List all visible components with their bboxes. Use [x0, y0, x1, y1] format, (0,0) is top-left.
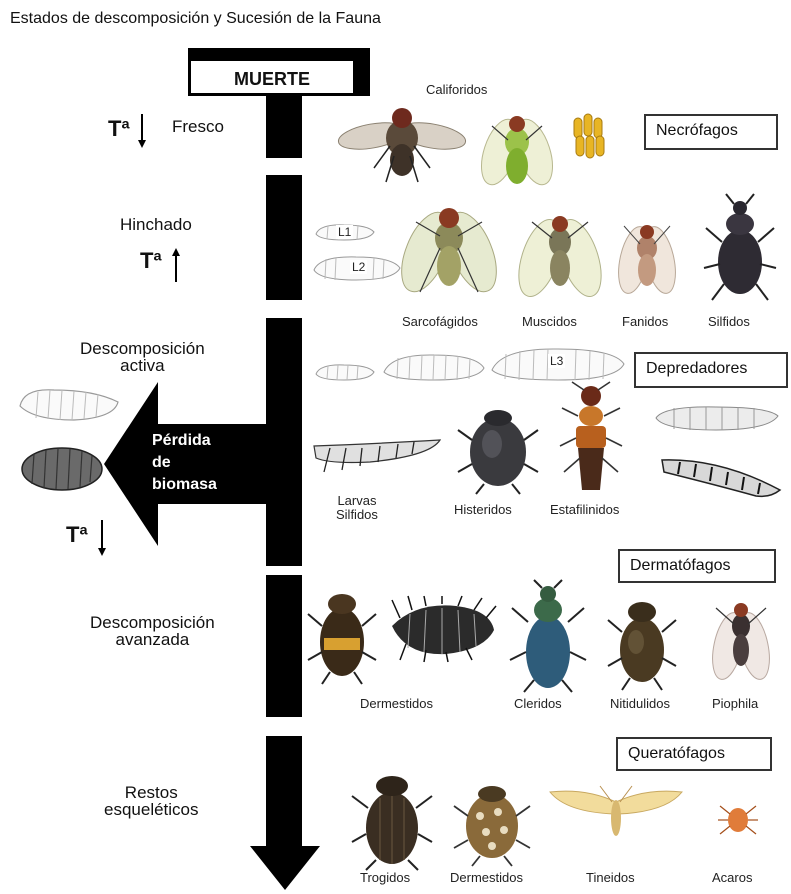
group-queratofagos: Queratófagos [616, 737, 772, 771]
house-fly-icon [518, 196, 602, 304]
taxon-tineidos: Tineidos [586, 870, 635, 885]
taxon-dermestidos: Dermestidos [360, 696, 433, 711]
temp-label: Tª [108, 116, 130, 141]
taxon-sarcofagidos: Sarcofágidos [402, 314, 478, 329]
taxon-cleridos: Cleridos [514, 696, 562, 711]
dermestid-larva-icon [386, 596, 498, 662]
taxon-califoridos: Califoridos [426, 82, 487, 97]
taxon-histeridos: Histeridos [454, 502, 512, 517]
larva-outline-icon [14, 384, 124, 424]
piophila-fly-icon [706, 588, 776, 688]
temp-hinchado: Tª [140, 248, 162, 274]
staphylinid-larva-icon [654, 402, 780, 434]
pupa-icon [20, 446, 104, 492]
temp-label: Tª [66, 522, 88, 547]
histerid-beetle-icon [456, 400, 540, 494]
stage-fresco: Fresco [172, 118, 224, 135]
larva-icon [382, 352, 486, 382]
timeline-segment-restos [266, 736, 302, 846]
temp-down-arrow-icon [138, 114, 146, 148]
diagram-title: Estados de descomposición y Sucesión de … [10, 10, 381, 28]
staphylinid-beetle-icon [556, 382, 626, 500]
taxon-estafilinidos: Estafilinidos [550, 502, 619, 517]
taxon-larvas-silfidos: Larvas Silfidos [336, 494, 378, 522]
taxon-piophila: Piophila [712, 696, 758, 711]
larva-l1-label: L1 [336, 225, 353, 239]
timeline-segment-activa [266, 318, 302, 566]
timeline-segment-avanzada [266, 575, 302, 717]
temp-fresco: Tª [108, 116, 130, 142]
group-necrofagos: Necrófagos [644, 114, 778, 150]
clerid-beetle-icon [508, 580, 588, 694]
temp-label: Tª [140, 248, 162, 273]
fly-eggs-icon [570, 112, 610, 160]
larva-l2-label: L2 [350, 260, 367, 274]
temp-up-arrow-icon [172, 248, 180, 282]
biomass-loss-label: Pérdida de biomasa [152, 430, 217, 496]
stage-hinchado: Hinchado [120, 216, 192, 233]
trogid-beetle-icon [350, 764, 434, 872]
tineid-moth-icon [546, 784, 686, 840]
timeline-segment-hinchado [266, 175, 302, 300]
taxon-silfidos: Silfidos [708, 314, 750, 329]
temp-down-arrow-icon [98, 520, 106, 556]
timeline-segment-fresco [266, 96, 302, 158]
dermestid-beetle-spotted-icon [452, 776, 532, 866]
stage-avanzada: Descomposición avanzada [90, 614, 215, 648]
group-depredadores: Depredadores [634, 352, 788, 388]
larva-l3-label: L3 [548, 354, 565, 368]
taxon-dermestidos-2: Dermestidos [450, 870, 523, 885]
dermestid-beetle-icon [306, 582, 378, 686]
death-box: MUERTE [188, 58, 356, 96]
taxon-acaros: Acaros [712, 870, 752, 885]
silphid-larva-dark-icon [660, 450, 784, 500]
taxon-fanidos: Fanidos [622, 314, 668, 329]
silphid-beetle-icon [702, 192, 778, 304]
silphid-larva-icon [310, 432, 444, 474]
timeline-end-arrowhead [250, 846, 320, 892]
blowfly-icon [338, 96, 466, 184]
taxon-nitidulidos: Nitidulidos [610, 696, 670, 711]
temp-activa: Tª [66, 522, 88, 548]
nitidulid-beetle-icon [606, 588, 678, 692]
larva-icon [314, 362, 376, 382]
fannia-fly-icon [616, 204, 678, 302]
green-blowfly-icon [480, 104, 554, 190]
taxon-muscidos: Muscidos [522, 314, 577, 329]
group-dermatofagos: Dermatófagos [618, 549, 776, 583]
stage-activa: Descomposición activa [80, 340, 205, 374]
stage-restos: Restos esqueléticos [104, 784, 199, 818]
mite-icon [718, 798, 758, 838]
flesh-fly-icon [400, 192, 498, 304]
taxon-trogidos: Trogidos [360, 870, 410, 885]
